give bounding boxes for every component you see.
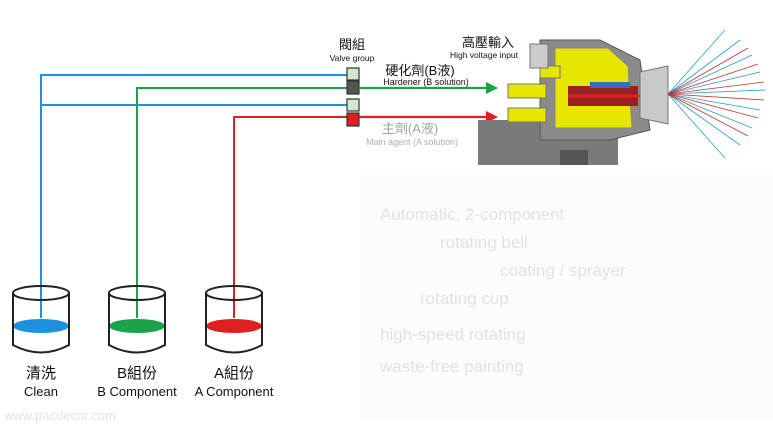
gun-upper-fitting bbox=[539, 65, 561, 79]
b-component-pipe bbox=[136, 87, 347, 318]
tank-a-component: A組份 A Component bbox=[195, 285, 274, 399]
hardener-arrowhead bbox=[486, 82, 498, 94]
a-component-pipe bbox=[233, 116, 347, 318]
gun-base-block bbox=[560, 150, 588, 165]
tank-a-body bbox=[205, 293, 263, 354]
watermark-text: www.pacdecor.com bbox=[3, 408, 116, 423]
tank-clean-body bbox=[12, 293, 70, 354]
clean-pipe-upper bbox=[40, 74, 347, 318]
tank-a-label-en: A Component bbox=[195, 384, 274, 399]
valve-clean-b bbox=[346, 67, 360, 81]
faded-line-3: coating / sprayer bbox=[500, 261, 626, 280]
valve-group-label-zh: 閥組 bbox=[339, 37, 365, 52]
valve-group: 閥組 Valve group bbox=[330, 37, 375, 127]
high-voltage-label-en: High voltage input bbox=[450, 50, 519, 60]
tank-clean-rim bbox=[12, 285, 70, 301]
faded-panel bbox=[360, 170, 773, 420]
main-agent-label-en: Main agent (A solution) bbox=[366, 137, 458, 147]
tank-clean-label-en: Clean bbox=[24, 384, 58, 399]
tank-clean-liquid bbox=[13, 319, 69, 333]
hardener-label-zh: 硬化劑(B液) bbox=[385, 63, 454, 78]
tank-b-label-en: B Component bbox=[97, 384, 177, 399]
faded-line-1: Automatic, 2-component bbox=[380, 205, 565, 224]
hardener-label-en: Hardener (B solution) bbox=[383, 77, 469, 87]
tank-a-label-zh: A組份 bbox=[214, 365, 254, 382]
gun-blue-channel bbox=[590, 82, 630, 88]
main-agent-label-zh: 主劑(A液) bbox=[382, 121, 438, 136]
high-voltage-label-zh: 高壓輸入 bbox=[462, 35, 514, 50]
tank-clean-label-zh: 清洗 bbox=[26, 365, 56, 382]
pipes bbox=[40, 74, 347, 318]
tank-a-liquid bbox=[206, 319, 262, 333]
valve-clean-a bbox=[346, 98, 360, 112]
tank-clean: 清洗 Clean bbox=[12, 285, 70, 399]
valve-a bbox=[346, 112, 360, 127]
tank-b-body bbox=[108, 293, 166, 354]
gun-feed-arrows bbox=[359, 82, 498, 123]
valve-b bbox=[346, 80, 360, 95]
tank-a-rim bbox=[205, 285, 263, 301]
gun-main-agent-fitting bbox=[507, 107, 547, 123]
high-voltage-connector bbox=[529, 43, 549, 69]
faded-line-2: rotating bell bbox=[440, 233, 528, 252]
tank-b-label-zh: B組份 bbox=[117, 365, 157, 382]
faded-line-5: high-speed rotating bbox=[380, 325, 526, 344]
tank-b-liquid bbox=[109, 319, 165, 333]
faded-line-6: waste-free painting bbox=[379, 357, 524, 376]
valve-group-label-en: Valve group bbox=[330, 53, 375, 63]
gun-bell-cup bbox=[639, 65, 669, 125]
faded-line-4: rotating cup bbox=[420, 289, 509, 308]
tank-b-component: B組份 B Component bbox=[97, 285, 177, 399]
gun-hardener-fitting bbox=[507, 83, 547, 99]
spray-gun bbox=[478, 39, 669, 165]
spray-fan bbox=[667, 29, 766, 159]
faded-background-text: Automatic, 2-component rotating bell coa… bbox=[3, 170, 773, 423]
tank-b-rim bbox=[108, 285, 166, 301]
